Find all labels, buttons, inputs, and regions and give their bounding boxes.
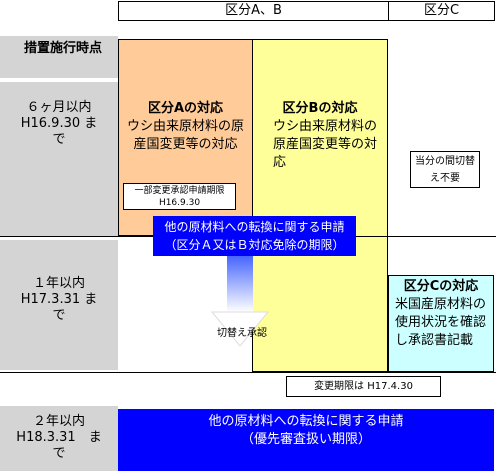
zone-b: 区分Bの対応 ウシ由来原材料の原産国変更等の対応 [252,39,388,372]
row-label-six-months: ６ヶ月以内 H16.9.30 まで [0,82,118,236]
zone-c-body: 米国産原材料の使用状況を確認し承認書記載 [395,297,487,348]
zone-a-body: ウシ由来原材料の原産国変更等の対応 [126,119,244,152]
transfer-all-line2: （優先審査扱い期限） [240,432,371,447]
six-months-line1: ６ヶ月以内 [26,100,92,115]
row-label-one-year: １年以内 H17.3.31 まで [0,240,118,370]
header-col-ab: 区分A、B [118,1,389,21]
arrow-head [210,311,270,347]
row-label-measure-time-text: 措置施行時点 [24,41,103,56]
header-col-c: 区分C [388,1,495,21]
transfer-all-box: 他の原材料への転換に関する申請 （優先審査扱い期限） [118,409,494,471]
zone-c-note-text: 当分の間切替え不要 [415,156,475,184]
arrow-label: 切替え承認 [217,328,267,339]
one-year-line1: １年以内 [32,276,85,291]
zone-c: 区分Cの対応 米国産原材料の使用状況を確認し承認書記載 [388,275,494,372]
change-deadline-box: 変更期限は H17.4.30 [286,376,441,397]
row-label-two-years: ２年以内 H18.3.31 まで [0,406,118,471]
zone-c-note: 当分の間切替え不要 [410,151,480,188]
arrow-shaft [227,250,253,312]
switch-arrow [210,250,270,347]
zone-a-title: 区分Aの対応 [147,101,224,116]
separator-one-year [0,372,496,373]
six-months-line2: H16.9.30 まで [20,116,98,147]
two-years-line2: H18.3.31 まで [16,430,102,461]
zone-b-body: ウシ由来原材料の原産国変更等の対応 [273,119,378,170]
change-deadline-text: 変更期限は H17.4.30 [314,381,413,392]
zone-a-deadline-text: 一部変更承認申請期限 H16.9.30 [134,186,225,208]
transfer-all-line1: 他の原材料への転換に関する申請 [208,414,404,429]
row-label-measure-time: 措置施行時点 [0,36,118,78]
transfer-ab-box: 他の原材料への転換に関する申請 （区分Ａ又はＢ対応免除の期限） [153,216,356,256]
two-years-line1: ２年以内 [32,414,85,429]
transfer-ab-line2: （区分Ａ又はＢ対応免除の期限） [164,238,345,252]
zone-a-deadline: 一部変更承認申請期限 H16.9.30 [123,183,236,210]
zone-b-title: 区分Bの対応 [282,101,358,116]
transfer-ab-line1: 他の原材料への転換に関する申請 [164,220,345,234]
zone-c-title: 区分Cの対応 [403,279,479,294]
one-year-line2: H17.3.31 まで [20,292,98,323]
